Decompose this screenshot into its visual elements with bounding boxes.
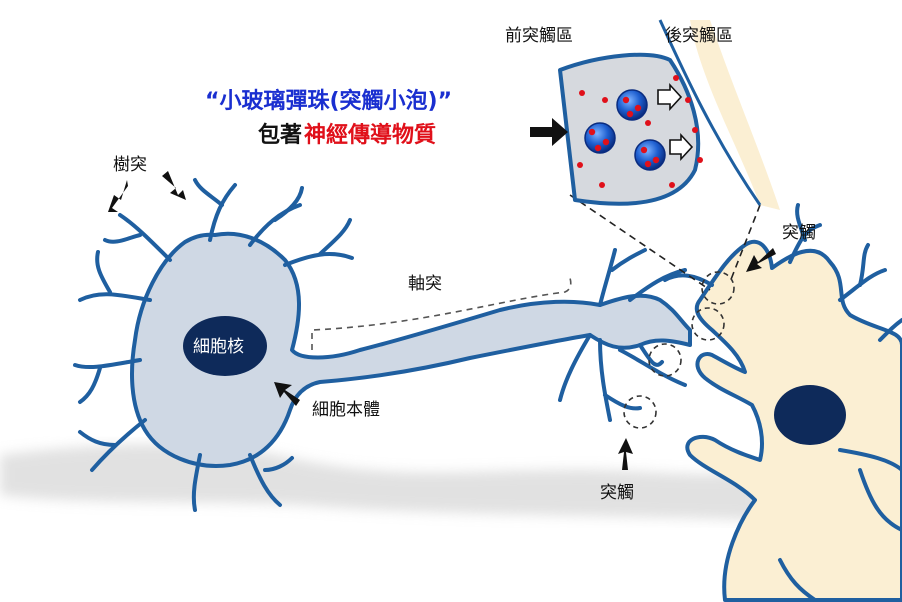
label-synapse-bottom: 突觸 (600, 483, 634, 503)
dendrite-arrow-left (108, 180, 128, 212)
label-axon: 軸突 (408, 274, 442, 294)
presynaptic-neuron (73, 178, 714, 512)
post-nucleus (774, 385, 846, 445)
vesicles (584, 89, 666, 171)
label-postsynaptic: 後突觸區 (665, 26, 733, 46)
synapse-circles (623, 271, 735, 429)
zoom-lines (569, 194, 761, 291)
ground-shadow (0, 444, 760, 520)
synapse-arrow-right (746, 248, 776, 272)
label-cell-body: 細胞本體 (312, 400, 380, 420)
label-vesicle: “小玻璃彈珠(突觸小泡)” (205, 88, 452, 114)
label-presynaptic: 前突觸區 (505, 26, 573, 46)
pointer-arrows (108, 118, 776, 470)
vesicle-arrow (530, 118, 568, 146)
label-nucleus: 細胞核 (193, 337, 244, 357)
label-wrap-prefix: 包著 (258, 122, 302, 148)
cell-body-arrow (274, 382, 300, 406)
synapse-inset (558, 19, 780, 210)
postsynaptic-neuron (685, 203, 902, 602)
dendrite-arrow-right (162, 171, 186, 200)
release-arrows (657, 82, 694, 162)
synapse-arrow-bottom (618, 438, 633, 470)
nucleus-shape (183, 316, 267, 376)
label-neurotransmitter: 神經傳導物質 (304, 122, 436, 148)
label-synapse-right: 突觸 (782, 223, 816, 243)
label-dendrite: 樹突 (113, 155, 147, 175)
